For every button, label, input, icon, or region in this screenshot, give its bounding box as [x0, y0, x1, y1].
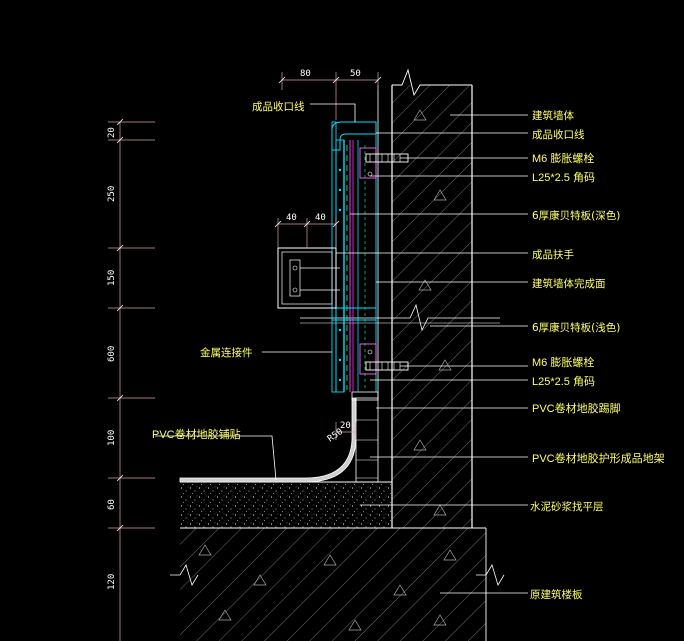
label-metal-connector: 金属连接件: [200, 346, 253, 359]
label-angle-bottom: L25*2.5 角码: [532, 375, 595, 388]
top-dimensions: 80 50 40 40 20: [274, 69, 382, 440]
label-board-light: 6厚康贝特板(浅色): [532, 321, 620, 334]
label-wall-body: 建筑墙体: [532, 109, 574, 122]
label-pvc-corner: PVC卷材地胶护形成品地架: [532, 451, 665, 465]
label-finish-trim: 成品收口线: [532, 128, 585, 141]
label-m6-bolt-bottom: M6 膨胀螺栓: [532, 355, 594, 369]
dim-handrail-40b: 40: [315, 213, 326, 223]
label-angle-top: L25*2.5 角码: [532, 171, 595, 184]
wall-panel-assembly: [331, 121, 377, 393]
dim-left-100: 100: [107, 430, 117, 446]
dim-gap-20: 20: [340, 421, 351, 431]
dim-left-250: 250: [107, 186, 117, 202]
label-pvc-skirting: PVC卷材地胶踢脚: [532, 401, 621, 415]
label-pvc-floor: PVC卷材地胶铺贴: [152, 427, 241, 441]
dim-left-600: 600: [107, 346, 117, 362]
label-handrail: 成品扶手: [532, 248, 574, 261]
left-annotations: 成品收口线 金属连接件 PVC卷材地胶铺贴 R50: [152, 100, 356, 481]
dim-left-60: 60: [107, 499, 117, 510]
dim-left-20: 20: [107, 127, 117, 138]
dim-handrail-40a: 40: [286, 213, 297, 223]
left-dimensions: 20 250 150 600 100 60 120: [107, 118, 155, 641]
label-screed: 水泥砂浆找平层: [530, 500, 604, 513]
label-trim-left: 成品收口线: [252, 100, 305, 113]
building-wall: [300, 68, 500, 528]
label-slab: 原建筑楼板: [530, 588, 583, 601]
right-annotations: 建筑墙体 成品收口线 M6 膨胀螺栓 L25*2.5 角码 6厚康贝特板(深色)…: [336, 109, 665, 601]
handrail-profile: [277, 247, 340, 309]
label-board-dark: 6厚康贝特板(深色): [532, 209, 620, 222]
label-wall-finish: 建筑墙体完成面: [532, 277, 606, 290]
dim-top-80: 80: [300, 69, 311, 79]
dim-top-50: 50: [350, 69, 361, 79]
dim-left-150: 150: [107, 270, 117, 286]
dim-left-120: 120: [107, 574, 117, 590]
structural-slab: [170, 527, 505, 641]
label-m6-bolt-top: M6 膨胀螺栓: [532, 151, 594, 165]
